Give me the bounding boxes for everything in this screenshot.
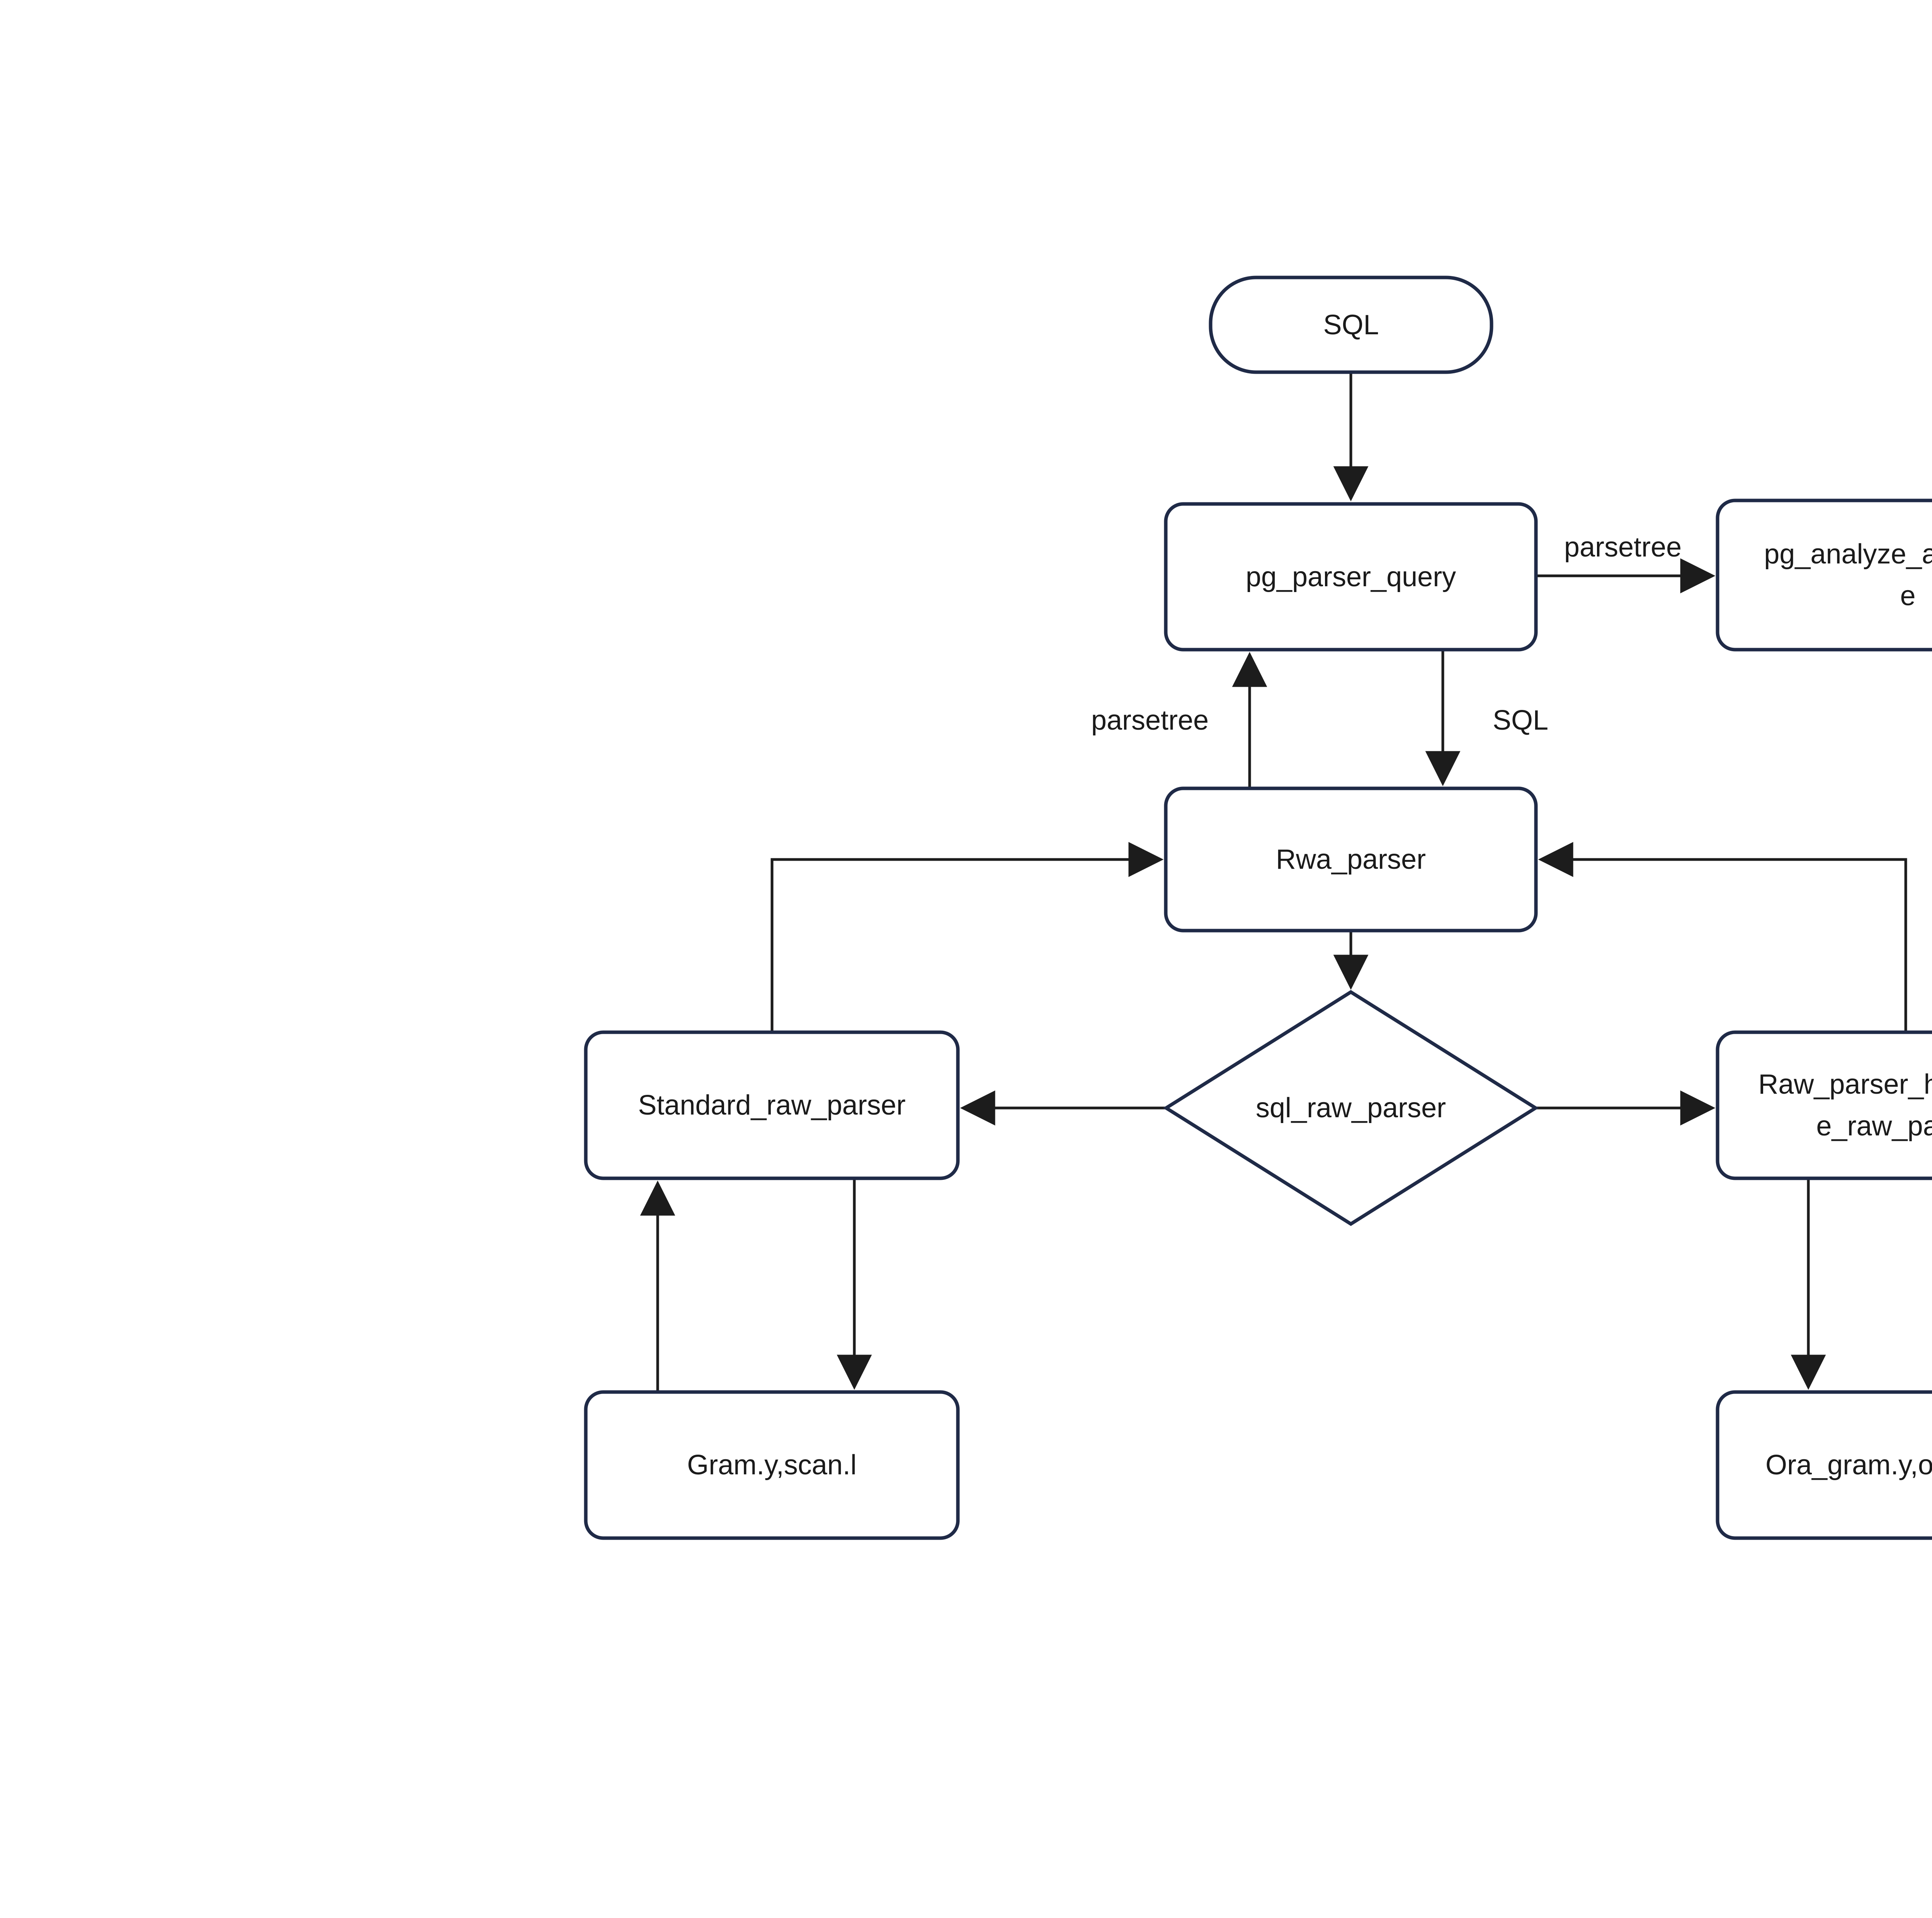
node-standard-raw-parser: Standard_raw_parser — [584, 1030, 960, 1180]
node-gram-scan-label: Gram.y,scan.l — [687, 1450, 857, 1481]
node-gram-scan: Gram.y,scan.l — [584, 1390, 960, 1540]
node-rwa-parser: Rwa_parser — [1164, 786, 1538, 933]
node-rwa-parser-label: Rwa_parser — [1276, 844, 1426, 875]
node-pg-analyze-and-rewrite: pg_analyze_and_rewrit e — [1716, 499, 1932, 652]
node-ora-gram-scan: Ora_gram.y,ora_scan.l — [1716, 1390, 1932, 1540]
node-sql-terminator-label: SQL — [1323, 309, 1379, 340]
edge-label-parsetree-return: parsetree — [1091, 705, 1209, 736]
node-raw-parser-hook-label: Raw_parser_hook(oracl e_raw_parser) — [1758, 1069, 1932, 1142]
node-pg-analyze-and-rewrite-label: pg_analyze_and_rewrit e — [1764, 539, 1932, 611]
edge-standard-raw-parser-to-rwa-parser — [770, 842, 1164, 1032]
edge-label-sql-down: SQL — [1493, 705, 1548, 736]
node-pg-parser-query: pg_parser_query — [1164, 502, 1538, 652]
node-sql-raw-parser-decision: sql_raw_parser — [1163, 990, 1539, 1226]
node-sql-raw-parser-label: sql_raw_parser — [1255, 1093, 1446, 1123]
node-ora-gram-scan-label: Ora_gram.y,ora_scan.l — [1765, 1450, 1932, 1481]
node-raw-parser-hook: Raw_parser_hook(oracl e_raw_parser) — [1716, 1030, 1932, 1180]
edge-raw-parser-hook-to-rwa-parser — [1538, 842, 1907, 1032]
edge-label-parsetree-to-analyze: parsetree — [1564, 532, 1682, 563]
node-sql-terminator: SQL — [1209, 276, 1493, 374]
node-standard-raw-parser-label: Standard_raw_parser — [638, 1090, 906, 1121]
node-pg-parser-query-label: pg_parser_query — [1245, 561, 1456, 592]
